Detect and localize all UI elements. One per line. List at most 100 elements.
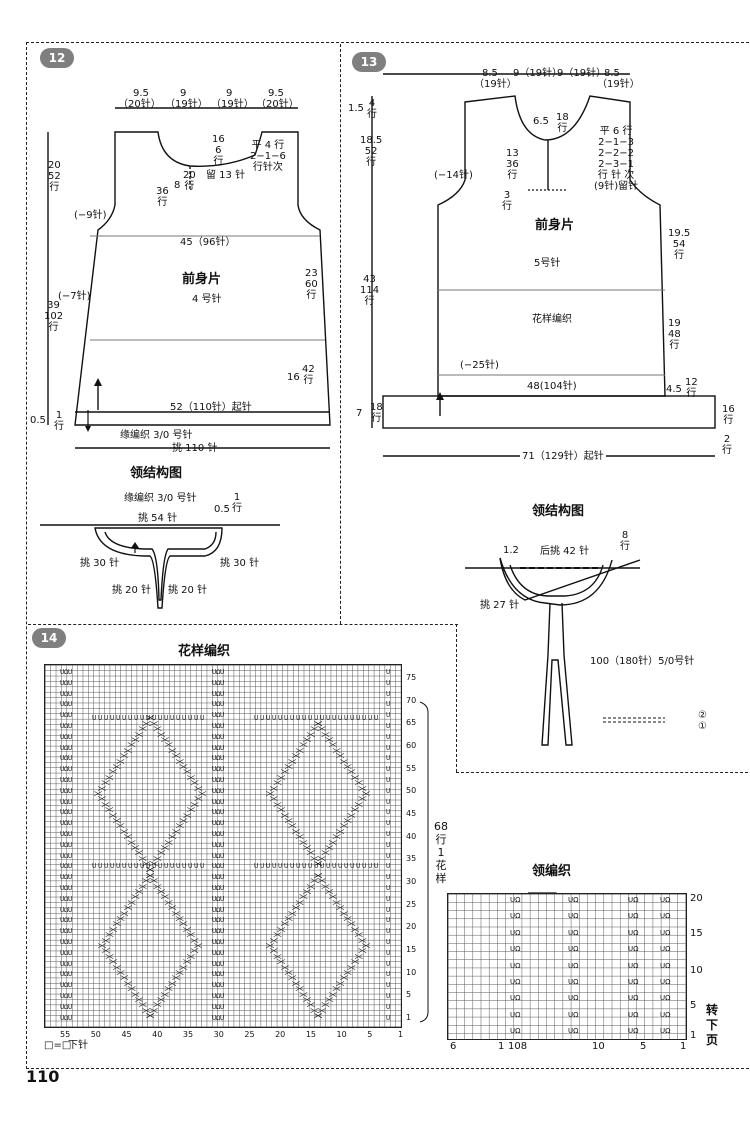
neck-stitch-symbol: ᑌΩ <box>628 961 639 970</box>
cable-symbol: ᐳᐸ <box>98 943 106 950</box>
stitch-symbol: ᑌΩᑌ <box>212 690 224 698</box>
cable-symbol: ᐳᐸ <box>190 801 199 809</box>
divider-horizontal-2 <box>456 624 457 772</box>
cable-symbol: ᐳᐸ <box>105 774 113 782</box>
cable-symbol: ᐳᐸ <box>146 866 154 874</box>
band-symbol: ᑌ <box>164 715 168 722</box>
band-symbol: ᑌ <box>182 863 186 870</box>
cable-symbol: ᐳᐸ <box>146 715 154 723</box>
cable-symbol: ᐳᐸ <box>153 726 162 734</box>
cable-symbol: ᐳᐸ <box>350 926 359 934</box>
divider-horizontal-3 <box>456 772 748 773</box>
cable-symbol: ᐳᐸ <box>168 905 176 913</box>
cable-symbol: ᐳᐸ <box>127 839 136 847</box>
stitch-symbol: ᑌΩᑌ <box>212 993 224 1000</box>
cable-symbol: ᐳᐸ <box>134 850 143 858</box>
cable-symbol: ᐳᐸ <box>350 807 359 815</box>
stitch-symbol: ᑌΩᑌ <box>212 787 224 795</box>
d12-w3s: （19针） <box>211 99 254 110</box>
cable-symbol: ᐳᐸ <box>153 1002 162 1010</box>
band-symbol: ᑌ <box>338 715 342 722</box>
stitch-symbol: ᑌΩᑌ <box>60 1003 72 1011</box>
d13-bottom-left-a: 7 <box>356 408 363 419</box>
band-symbol: ᑌ <box>278 863 282 870</box>
band-symbol: ᑌ <box>260 715 264 722</box>
stitch-symbol: ᑌΩᑌ <box>212 982 224 990</box>
band-symbol: ᑌ <box>110 715 114 722</box>
stitch-symbol: ᑌ <box>386 874 390 882</box>
d14-legend: 下针 <box>68 1040 88 1051</box>
cable-symbol: ᐳᐸ <box>142 878 151 886</box>
stitch-symbol: ᑌΩᑌ <box>212 906 224 914</box>
neck-chart-title: 领编织 <box>532 864 572 879</box>
stitch-symbol: ᑌ <box>386 939 390 946</box>
d14-row-label: 35 <box>406 854 417 864</box>
stitch-symbol: ᑌ <box>386 982 390 990</box>
neck-stitch-symbol: ᑌΩ <box>660 1027 671 1036</box>
stitch-symbol: ᑌ <box>386 701 390 709</box>
stitch-symbol: ᑌ <box>386 971 390 979</box>
neck-row-label: 1 <box>690 1030 697 1041</box>
cable-symbol: ᐳᐸ <box>347 921 355 929</box>
cable-symbol: ᐳᐸ <box>190 780 199 788</box>
cable-symbol: ᐳᐸ <box>321 731 330 739</box>
cable-symbol: ᐳᐸ <box>123 747 132 755</box>
d12-neck-h-a: 0.5 <box>214 504 230 515</box>
band-symbol: ᑌ <box>146 863 150 870</box>
cable-symbol: ᐳᐸ <box>105 807 113 815</box>
cable-symbol: ᐳᐸ <box>112 921 121 929</box>
stitch-symbol: ᑌΩᑌ <box>212 885 224 892</box>
stitch-symbol: ᑌΩᑌ <box>60 701 72 709</box>
cable-symbol: ᐳᐸ <box>146 872 154 880</box>
stitch-symbol: ᑌΩᑌ <box>60 949 72 957</box>
stitch-symbol: ᑌ <box>386 744 390 752</box>
cable-symbol: ᐳᐸ <box>362 791 370 798</box>
cable-symbol: ᐳᐸ <box>306 1002 315 1010</box>
stitch-symbol: ᑌΩᑌ <box>60 960 72 968</box>
neck-stitch-symbol: ᑌΩ <box>660 994 671 1003</box>
stitch-symbol: ᑌΩᑌ <box>60 690 72 698</box>
band-symbol: ᑌ <box>362 863 366 870</box>
cable-symbol: ᐳᐸ <box>277 774 285 782</box>
d13-w2: 9（19针） <box>513 68 563 79</box>
d12-w1s: （20针） <box>118 99 161 110</box>
cable-symbol: ᐳᐸ <box>171 910 180 918</box>
d14-col-label: 10 <box>336 1030 347 1039</box>
cable-symbol: ᐳᐸ <box>153 855 162 863</box>
cable-symbol: ᐳᐸ <box>138 855 147 863</box>
cable-symbol: ᐳᐸ <box>101 948 110 956</box>
stitch-symbol: ᑌ <box>386 928 390 936</box>
d12-w2: 9 <box>180 88 187 99</box>
stitch-symbol: ᑌ <box>386 798 390 806</box>
stitch-symbol: ᑌ <box>386 885 390 892</box>
neck-stitch-symbol: ᑌΩ <box>568 912 579 921</box>
badge-12: 12 <box>40 48 74 68</box>
cable-symbol: ᐳᐸ <box>269 785 278 793</box>
cable-symbol: ᐳᐸ <box>97 785 106 793</box>
band-symbol: ᑌ <box>104 715 108 722</box>
band-symbol: ᑌ <box>296 863 300 870</box>
stitch-symbol: ᑌΩᑌ <box>60 744 72 752</box>
d12-w2s: （19针） <box>165 99 208 110</box>
cable-symbol: ᐳᐸ <box>194 785 203 793</box>
stitch-symbol: ᑌΩᑌ <box>212 895 224 903</box>
band-symbol: ᑌ <box>158 715 162 722</box>
cable-symbol: ᐳᐸ <box>94 791 102 798</box>
cable-symbol: ᐳᐸ <box>358 937 367 945</box>
neck-stitch-symbol: ᑌΩ <box>660 896 671 904</box>
cable-symbol: ᐳᐸ <box>179 764 188 771</box>
d14-row-label: 55 <box>406 763 417 773</box>
neck-stitch-symbol: ᑌΩ <box>568 994 579 1003</box>
cable-symbol: ᐳᐸ <box>310 1007 319 1015</box>
stitch-symbol: ᑌΩᑌ <box>212 1003 224 1011</box>
cable-symbol: ᐳᐸ <box>120 828 128 836</box>
d14-row-label: 20 <box>406 922 417 932</box>
band-symbol: ᑌ <box>92 715 96 722</box>
stitch-symbol: ᑌ <box>386 679 390 687</box>
neck-stitch-symbol: ᑌΩ <box>660 978 671 986</box>
cable-symbol: ᐳᐸ <box>157 850 165 858</box>
stitch-symbol: ᑌΩᑌ <box>212 723 224 730</box>
band-symbol: ᑌ <box>320 715 324 722</box>
